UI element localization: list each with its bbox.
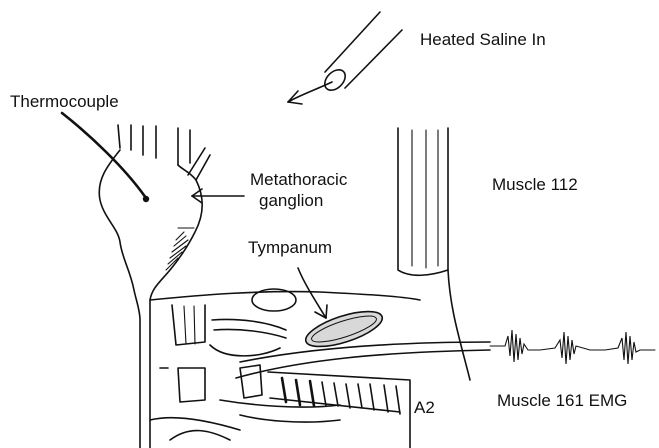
label-a2: A2 — [414, 398, 435, 418]
label-ganglion: ganglion — [259, 191, 323, 211]
label-muscle-161: Muscle 161 EMG — [497, 391, 627, 411]
saline-flow-arrow — [288, 82, 332, 104]
emg-trace — [490, 330, 655, 364]
saline-pipette — [321, 12, 402, 94]
label-tympanum: Tympanum — [248, 238, 332, 258]
label-heated-saline: Heated Saline In — [420, 30, 546, 50]
label-thermocouple: Thermocouple — [10, 92, 119, 112]
label-metathoracic: Metathoracic — [250, 170, 347, 190]
tympanum-arrow — [298, 268, 327, 318]
abdomen-segments — [150, 289, 420, 440]
metathoracic-ganglion — [99, 125, 210, 448]
ganglion-arrow — [192, 189, 244, 203]
label-muscle-112: Muscle 112 — [492, 175, 578, 195]
thermocouple-wire — [62, 113, 149, 202]
